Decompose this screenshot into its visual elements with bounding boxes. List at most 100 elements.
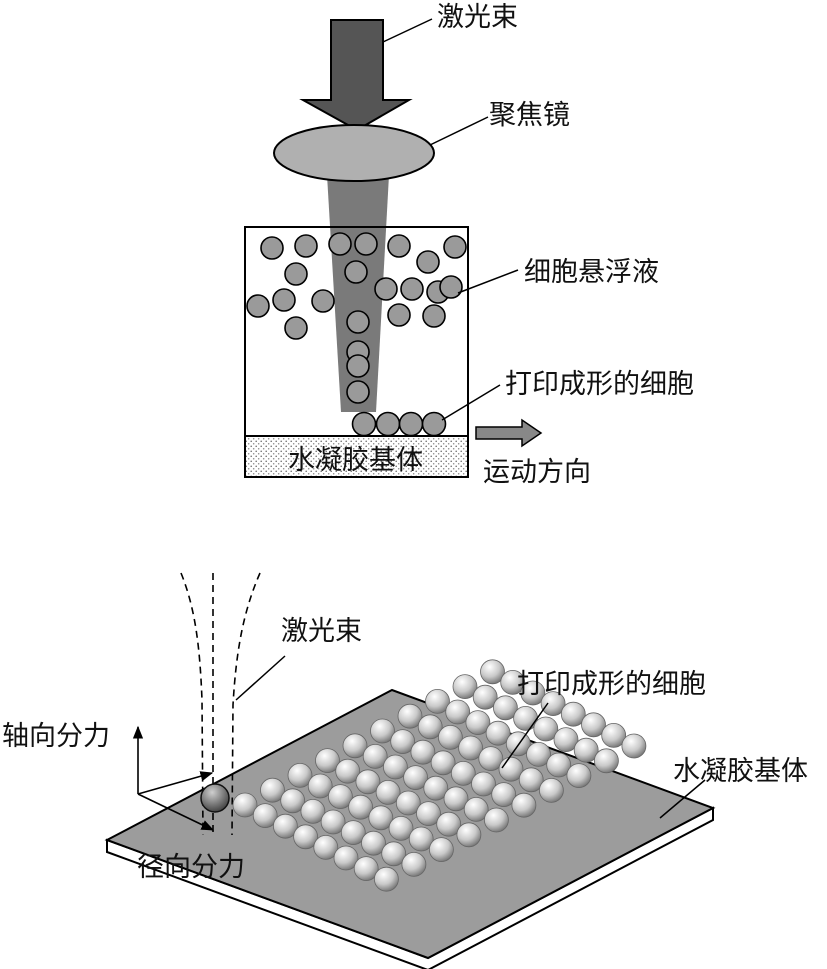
suspended-cell (422, 304, 446, 328)
grid-cell (520, 680, 546, 706)
suspended-cell (344, 260, 368, 284)
printed-cell (421, 411, 447, 437)
top-printed-cells-label: 打印成形的细胞 (505, 369, 694, 400)
grid-cell (511, 792, 537, 818)
laser-label-leader (382, 18, 433, 43)
force-resultant-line (137, 771, 214, 795)
suspended-cell (416, 250, 440, 274)
grid-cell (471, 771, 496, 797)
grid-cell (368, 805, 394, 831)
grid-cell (566, 763, 592, 788)
grid-cell (335, 758, 361, 784)
focusing-lens (273, 124, 435, 182)
grid-cell (553, 727, 579, 752)
laser-beam-arrow (299, 19, 413, 132)
suspended-cell (387, 234, 411, 258)
top-laser-label: 激光束 (437, 2, 518, 33)
suspended-cell (328, 232, 352, 256)
top-motion-label: 运动方向 (483, 457, 591, 488)
suspended-cell (354, 232, 378, 256)
grid-cell (526, 742, 551, 767)
grid-cell (483, 807, 509, 833)
grid-cell (546, 752, 572, 778)
grid-cell (456, 822, 482, 848)
grid-cell (601, 723, 627, 748)
grid-cell (492, 695, 518, 721)
suspended-cell (439, 275, 463, 299)
suspended-cell (346, 380, 370, 404)
top-substrate-label: 水凝胶基体 (288, 445, 423, 476)
grid-cell (416, 801, 441, 826)
suspended-cell (246, 294, 270, 318)
bottom-substrate-leader (659, 779, 706, 819)
grid-cell (480, 659, 505, 685)
grid-cell (410, 739, 436, 765)
grid-cell (540, 691, 566, 716)
grid-cell (621, 733, 647, 759)
grid-cell (320, 809, 346, 835)
printed-label-leader (441, 384, 501, 421)
suspended-cell (346, 354, 370, 378)
radial-force-arrow (137, 793, 215, 831)
grid-cell (307, 773, 333, 799)
grid-cell (340, 820, 366, 845)
grid-cell (395, 790, 421, 816)
grid-cell (518, 767, 544, 793)
suspended-cell (294, 234, 318, 258)
suspended-cell (284, 316, 308, 340)
suspended-cells (246, 232, 467, 404)
bottom-laser-leader (235, 655, 286, 701)
grid-cell (313, 835, 339, 860)
grid-cell (450, 761, 476, 786)
grid-cell (293, 824, 319, 850)
grid-cell (382, 754, 408, 780)
grid-cell (315, 748, 340, 773)
grid-cell (327, 784, 353, 809)
grid-cell (252, 803, 278, 828)
grid-cell (452, 674, 478, 699)
grid-cell (260, 777, 285, 803)
printed-cell (375, 411, 401, 437)
grid-cell (425, 689, 450, 714)
suspended-cell (260, 236, 284, 260)
grid-cell (533, 716, 559, 742)
suspended-cell (284, 262, 308, 286)
grid-cell (472, 684, 498, 710)
bottom-printed-cells-label: 打印成形的细胞 (517, 669, 706, 700)
grid-cell (423, 775, 449, 801)
top-suspension-label: 细胞悬浮液 (524, 257, 659, 288)
suspended-cell (374, 277, 398, 301)
bottom-laser-label: 激光束 (281, 616, 362, 647)
grid-cell (428, 837, 454, 862)
laser-beam-right-profile (231, 572, 261, 836)
laser-beam-left-profile (180, 572, 204, 836)
grid-cell (390, 729, 416, 754)
suspended-cell (400, 277, 424, 301)
grid-cell (373, 866, 399, 892)
grid-cell (500, 670, 526, 695)
grid-cell (388, 816, 414, 841)
bottom-substrate-label: 水凝胶基体 (673, 756, 808, 787)
grid-cell (353, 856, 379, 881)
hydrogel-substrate (244, 435, 469, 478)
grid-cell (361, 830, 386, 856)
grid-cell (485, 720, 511, 746)
grid-cell (362, 744, 388, 769)
suspended-cell (387, 303, 411, 327)
grid-cell (417, 714, 443, 740)
transported-cell (200, 783, 230, 813)
printed-cell (351, 411, 377, 437)
motion-direction-arrow (475, 418, 543, 448)
suspended-cell (311, 289, 335, 313)
top-figure: 激光束 聚焦镜 细胞悬浮液 打印成形的细胞 水凝胶基体 运动方向 (244, 2, 694, 488)
grid-cell (573, 737, 599, 763)
grid-cell (355, 769, 381, 795)
grid-cell (333, 845, 359, 871)
grid-cell (478, 746, 504, 771)
grid-cell (381, 841, 407, 867)
grid-cell (463, 797, 489, 822)
grid-cell (403, 765, 429, 790)
grid-cell (443, 786, 469, 812)
grid-cell (348, 794, 374, 820)
